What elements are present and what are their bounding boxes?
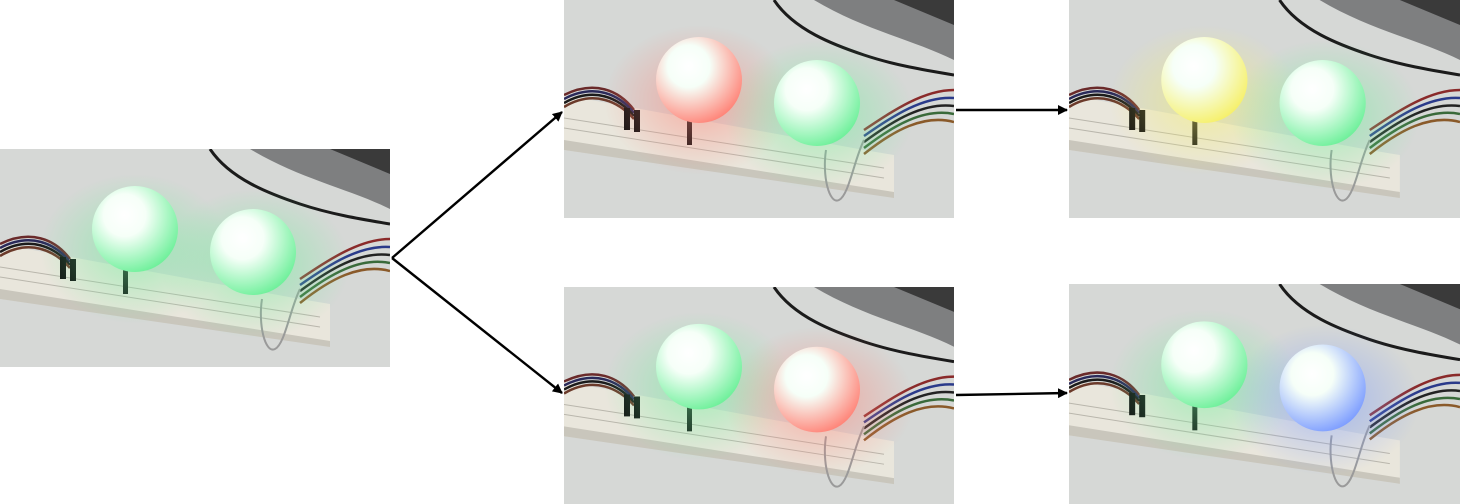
right-ball [1279, 344, 1366, 432]
scene-bottom-right [1069, 284, 1460, 504]
left-ball [1161, 37, 1248, 123]
left-ball [1161, 321, 1248, 409]
panel-bottom-right [1069, 284, 1460, 504]
right-ball [774, 346, 860, 433]
right-ball [1279, 60, 1366, 146]
arrow-start-to-bottom-middle [391, 257, 563, 394]
panel-top-middle [564, 0, 954, 218]
arrow-start-to-top-middle [391, 111, 563, 259]
panel-top-right [1069, 0, 1460, 218]
scene-top-right [1069, 0, 1460, 218]
left-ball [656, 37, 742, 123]
scene-bottom-middle [564, 287, 954, 504]
right-ball [210, 209, 296, 295]
panel-bottom-middle [564, 287, 954, 504]
scene-start [0, 149, 390, 367]
left-ball [656, 323, 742, 410]
left-ball [92, 186, 178, 272]
panel-start [0, 149, 390, 367]
arrow-bottom-middle-to-bottom-right [955, 388, 1068, 399]
scene-top-middle [564, 0, 954, 218]
right-ball [774, 60, 860, 146]
